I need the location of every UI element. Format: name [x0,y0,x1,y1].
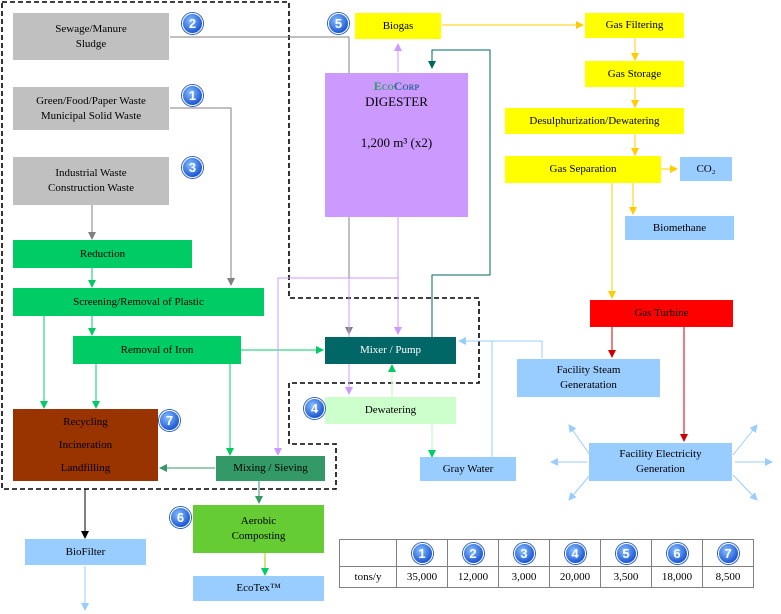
table-marker-4: 4 [564,542,586,564]
node-recycling-incineration-landfilling[interactable]: Recycling Incineration Landfilling [13,409,158,481]
node-mixer-pump[interactable]: Mixer / Pump [325,337,456,364]
table-cell: 35,000 [396,566,448,588]
digester-capacity: 1,200 m³ (x2) [360,135,433,150]
edge-digester-dewatering [345,277,398,395]
label-size-0-40: 0 - 40mm [268,333,303,343]
table-marker-7: 7 [717,542,739,564]
facility-boundary [1,1,480,490]
digester-brand: EcoCorp [373,79,420,93]
digester-title: DIGESTER [365,94,428,109]
edge-mixer-digester [428,49,491,337]
edge-green-screening [170,107,235,286]
node-facility-electricity[interactable]: Facility Electricity Generation [589,443,732,481]
table-header-cell: 1 [396,539,448,567]
node-gray-water[interactable]: Gray Water [420,457,516,481]
incineration-label: Incineration [58,438,113,451]
table-marker-5: 5 [615,542,637,564]
node-gas-filtering[interactable]: Gas Filtering [585,13,684,38]
node-gas-storage[interactable]: Gas Storage [585,61,684,87]
node-sewage-sludge[interactable]: Sewage/Manure Sludge [13,13,169,60]
node-reduction[interactable]: Reduction [13,240,192,268]
node-desulphurization[interactable]: Desulphurization/Dewatering [505,108,684,134]
landfilling-label: Landfilling [60,461,111,474]
node-ecocorp-digester[interactable]: EcoCorp DIGESTER 1,200 m³ (x2) [325,73,468,217]
marker-7: 7 [159,410,180,431]
node-facility-steam[interactable]: Facility Steam Generatation [517,359,660,397]
table-cell: 18,000 [651,566,703,588]
node-biofilter[interactable]: BioFilter [25,539,146,565]
table-header-cell: 2 [447,539,499,567]
table-row-label: tons/y [339,566,397,588]
node-gas-separation[interactable]: Gas Separation [505,156,661,183]
table-header-cell: 3 [498,539,550,567]
node-gas-turbine[interactable]: Gas Turbine [590,300,733,327]
node-co2[interactable]: CO₂ [680,157,732,181]
label-size-40-80: 40 - 80mm [179,379,219,389]
table-header-cell: 7 [702,539,754,567]
recycling-label: Recycling [63,415,108,428]
table-cell: 20,000 [549,566,601,588]
node-ecotex[interactable]: EcoTex™ [193,576,324,601]
edge-sewage-mixer [170,36,353,335]
node-dewatering[interactable]: Dewatering [325,397,456,424]
node-aerobic-composting[interactable]: Aerobic Composting [193,505,324,553]
edge-steam-mixer [490,340,543,358]
table-marker-6: 6 [666,542,688,564]
marker-6: 6 [170,507,191,528]
table-header-cell: 6 [651,539,703,567]
node-mixing-sieving[interactable]: Mixing / Sieving [216,456,325,481]
marker-5: 5 [328,13,349,34]
node-removal-of-iron[interactable]: Removal of Iron [73,336,241,364]
marker-1: 1 [182,85,203,106]
table-marker-2: 2 [462,542,484,564]
marker-2: 2 [182,13,203,34]
node-screening[interactable]: Screening/Removal of Plastic [13,288,264,316]
node-biomethane[interactable]: Biomethane [625,216,734,240]
table-values-row: tons/y 35,000 12,000 3,000 20,000 3,500 … [339,566,754,588]
table-cell: 3,500 [600,566,652,588]
tonnage-table: 1 2 3 4 5 6 7 tons/y 35,000 12,000 3,000… [339,539,754,588]
table-header-cell: 4 [549,539,601,567]
table-header-cell: 5 [600,539,652,567]
marker-3: 3 [182,157,203,178]
label-size-over-80: > 80mm [105,379,136,389]
marker-4: 4 [304,398,325,419]
table-cell: 8,500 [702,566,754,588]
table-cell: 3,000 [498,566,550,588]
node-biogas[interactable]: Biogas [355,13,441,39]
node-industrial-construction-waste[interactable]: Industrial Waste Construction Waste [13,157,169,205]
table-header-row: 1 2 3 4 5 6 7 [339,539,754,567]
edge-digester-mixing [274,277,398,456]
table-cell: 12,000 [447,566,499,588]
node-green-municipal-waste[interactable]: Green/Food/Paper Waste Municipal Solid W… [13,87,169,130]
table-marker-3: 3 [513,542,535,564]
table-marker-1: 1 [411,542,433,564]
edge-graywater-mixer [458,337,493,457]
electricity-output-arrows [550,424,773,501]
